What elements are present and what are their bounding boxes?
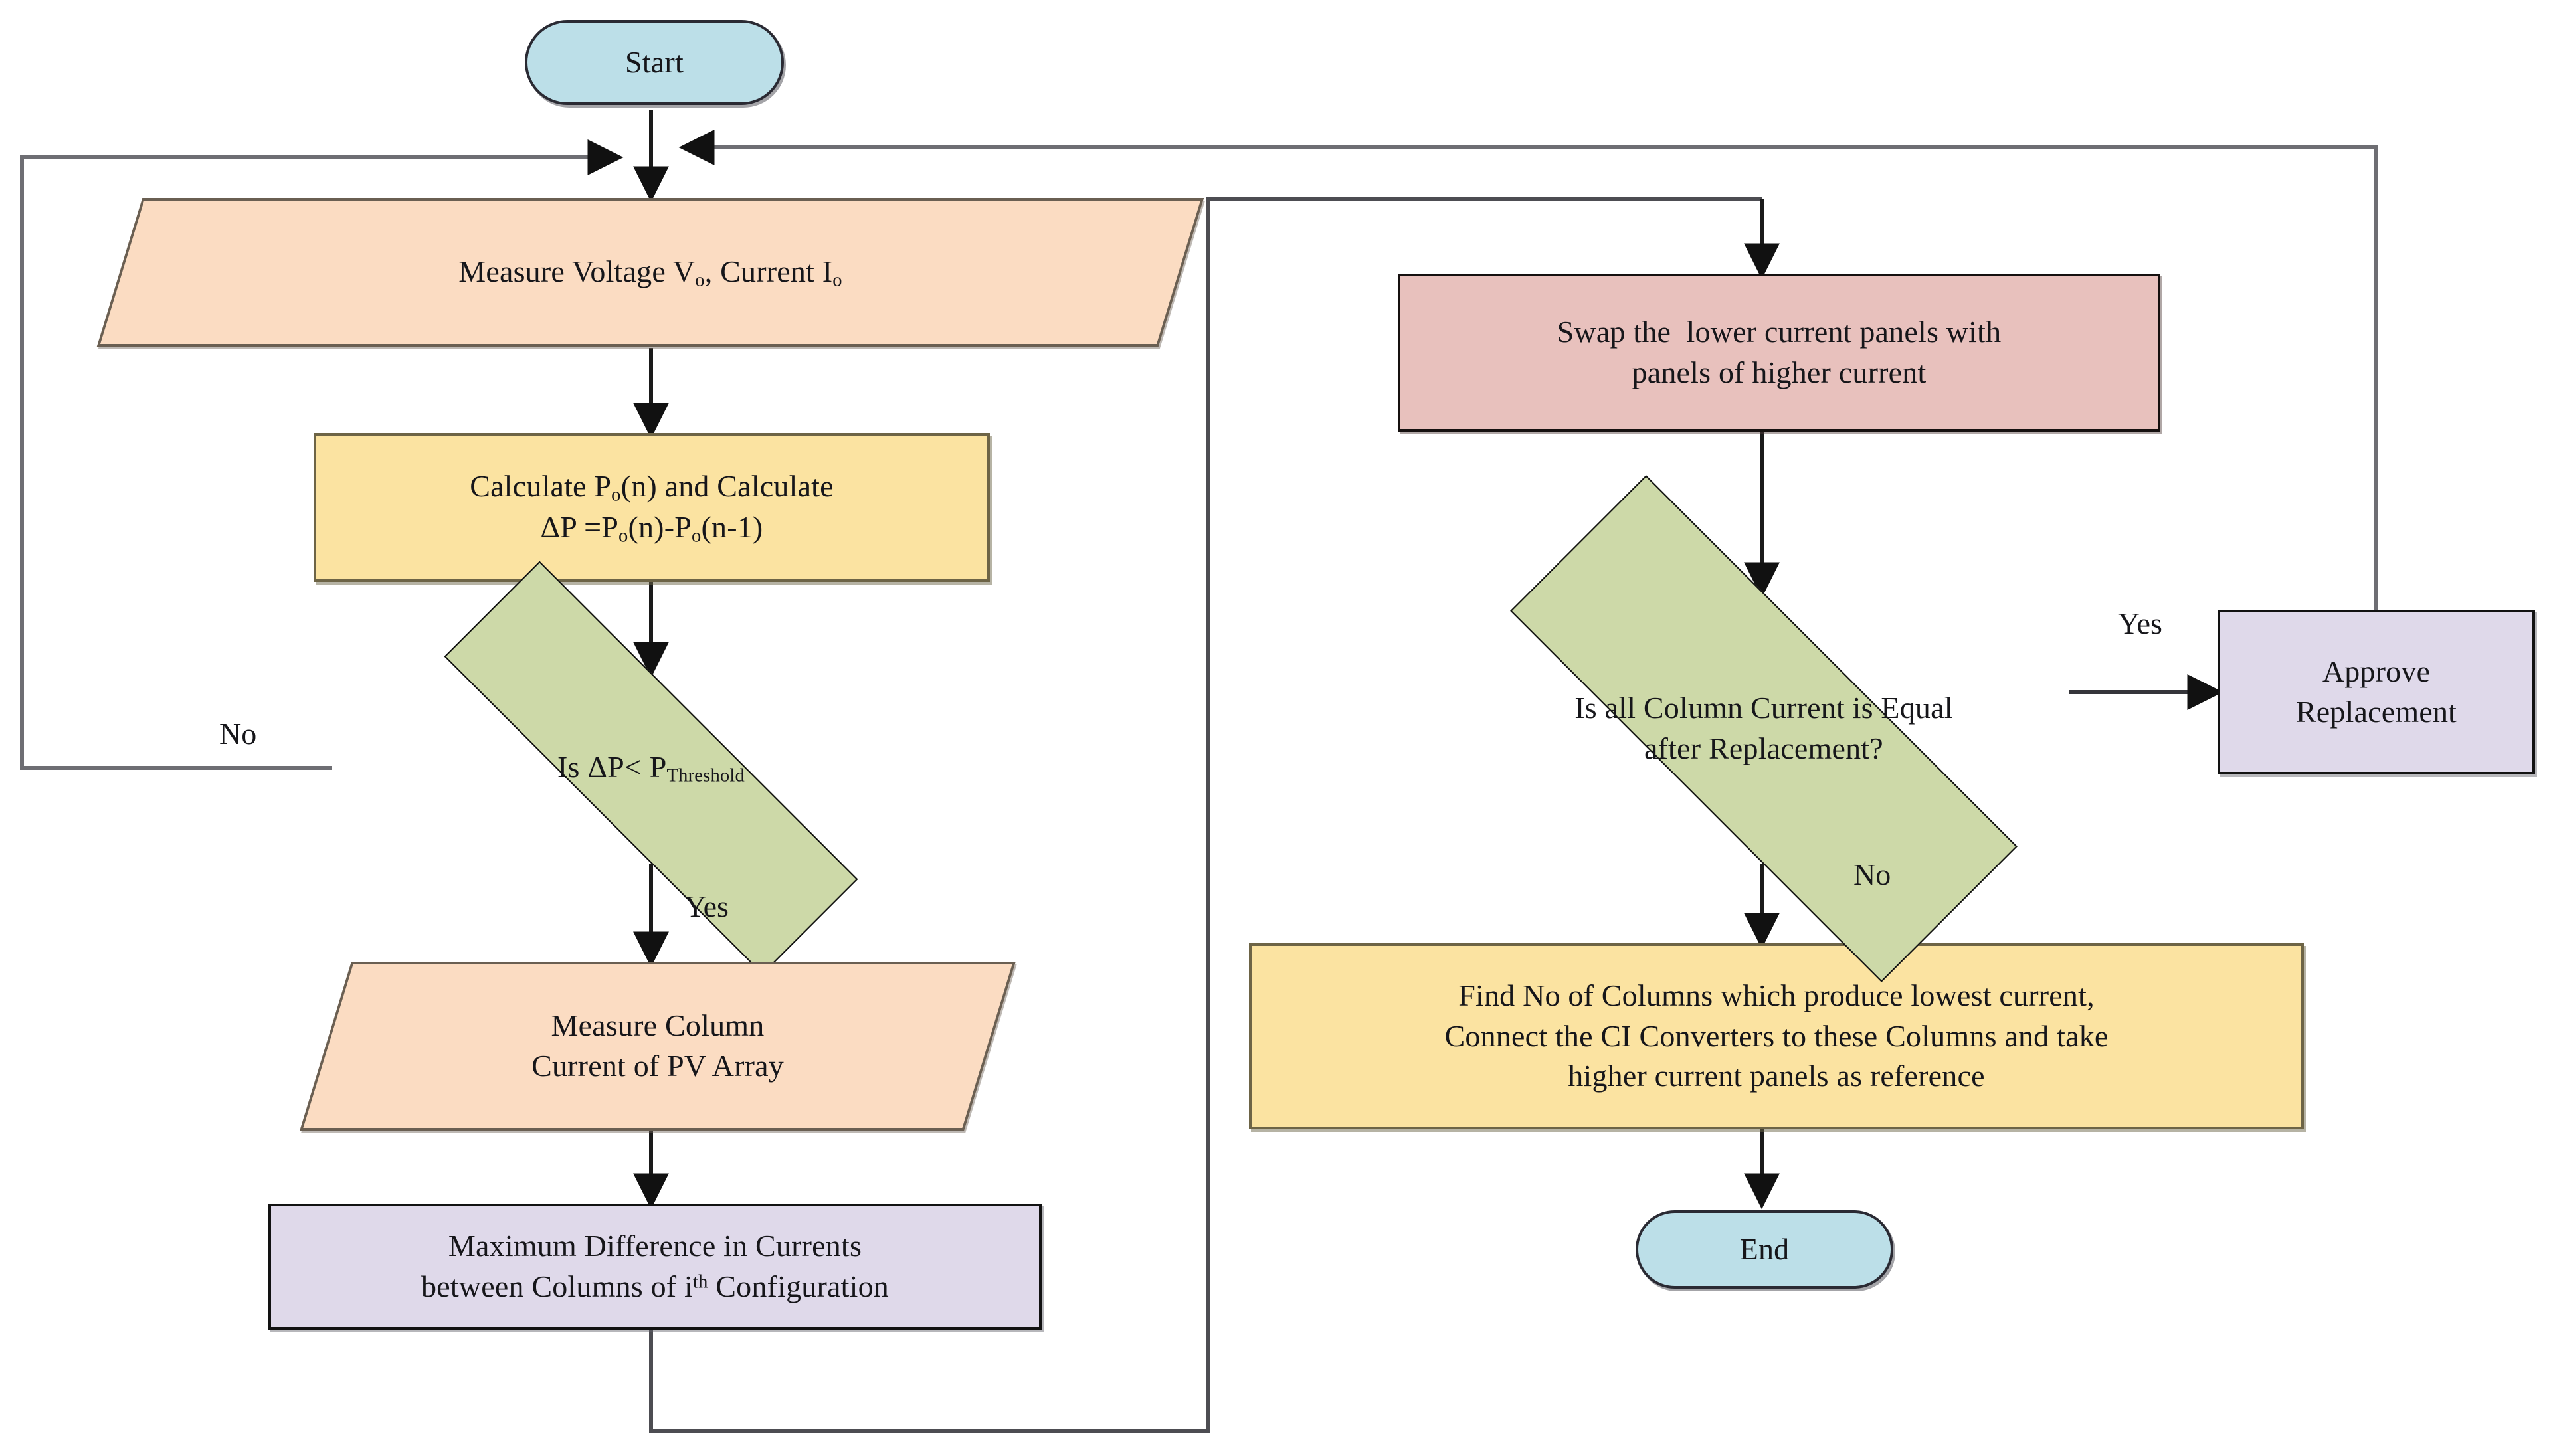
node-end[interactable]: End: [1636, 1210, 1893, 1289]
edge-maxdiff-to-swap: [649, 197, 1762, 1433]
edge-label-threshold-yes: Yes: [684, 889, 729, 923]
node-start-label: Start: [625, 45, 684, 79]
node-end-label: End: [1739, 1231, 1790, 1266]
edge-label-equal-no: No: [1853, 858, 1891, 891]
node-decision-threshold-label: Is ΔP< PThreshold: [557, 750, 745, 786]
edge-label-threshold-no: No: [219, 717, 257, 751]
node-find-columns[interactable]: Find No of Columns which produce lowest …: [1249, 943, 2304, 1129]
node-start[interactable]: Start: [525, 20, 784, 105]
node-measure-voltage-label: Measure Voltage Vo, Current Io: [458, 254, 842, 291]
edge-approve-loopback: [678, 130, 2378, 610]
edge-label-equal-yes: Yes: [2118, 606, 2162, 640]
node-decision-threshold[interactable]: Is ΔP< PThreshold: [332, 561, 970, 975]
node-measure-voltage[interactable]: Measure Voltage Vo, Current Io: [96, 198, 1204, 347]
edge-no-loopback: [20, 139, 624, 770]
node-find-columns-label: Find No of Columns which produce lowest …: [1444, 978, 2109, 1093]
